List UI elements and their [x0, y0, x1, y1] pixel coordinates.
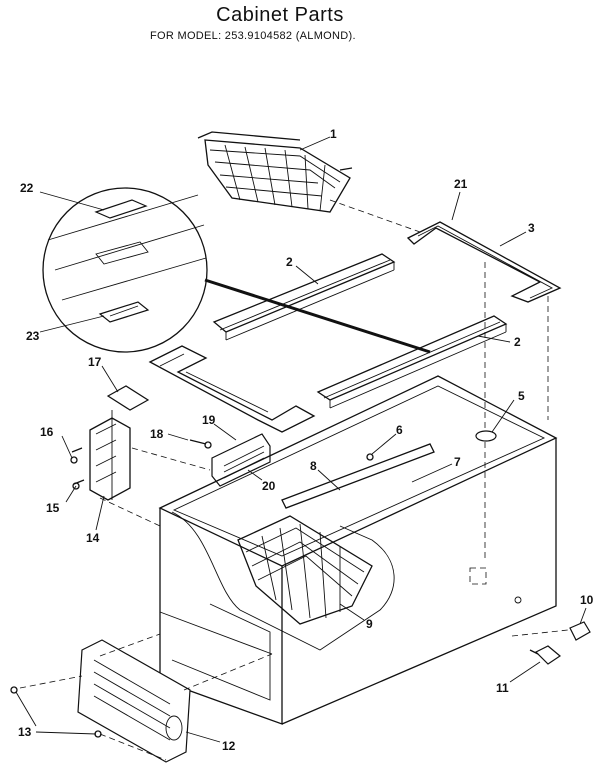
leader-hinge-lower [99, 497, 161, 527]
breaker-strip-upper [212, 253, 396, 341]
leader-grille-right [183, 653, 273, 691]
callout-7: 7 [454, 455, 461, 469]
callout-5: 5 [518, 389, 525, 403]
drain-hole [514, 596, 522, 604]
leader-drain [511, 629, 569, 637]
callout-13: 13 [18, 725, 32, 739]
detail-pointer-line [204, 278, 431, 354]
top-frame [406, 221, 562, 303]
callout-16: 16 [40, 425, 54, 439]
callout-22: 22 [20, 181, 34, 195]
leader-hinge [131, 447, 211, 471]
callout-19: 19 [202, 413, 216, 427]
breaker-strip-lower [316, 315, 508, 409]
drain-cap-10 [569, 621, 591, 641]
lower-basket [237, 515, 373, 625]
callout-6: 6 [396, 423, 403, 437]
callout-12: 12 [222, 739, 236, 753]
plug-5 [475, 430, 497, 442]
callout-8: 8 [310, 459, 317, 473]
callout-15: 15 [46, 501, 60, 515]
callout-14: 14 [86, 531, 100, 545]
callout-20: 20 [262, 479, 276, 493]
callout-21: 21 [454, 177, 468, 191]
leader-grille-top [99, 633, 161, 657]
screw-13a [10, 686, 18, 694]
callout-10: 10 [580, 593, 594, 607]
callout-1: 1 [330, 127, 337, 141]
callout-11: 11 [496, 681, 509, 695]
upper-basket [197, 131, 353, 213]
drain-plug-11 [529, 645, 562, 665]
hinge-assembly [70, 385, 150, 501]
cabinet-body [158, 375, 558, 725]
callout-2-lower: 2 [514, 335, 521, 349]
callout-23: 23 [26, 329, 40, 343]
callout-17: 17 [88, 355, 102, 369]
model-subtitle: FOR MODEL: 253.9104582 (ALMOND). [150, 30, 356, 42]
leader-grille-bottom [99, 733, 167, 761]
callout-2-upper: 2 [286, 255, 293, 269]
breaker-frame-front [148, 345, 316, 433]
detail-circle [42, 187, 208, 353]
hinge-bracket [211, 433, 271, 487]
leader-grille-left [19, 675, 83, 689]
page-title: Cabinet Parts [216, 4, 344, 26]
screw-18 [189, 439, 212, 449]
callout-9: 9 [366, 617, 373, 631]
kick-plate-grille [77, 639, 191, 763]
callout-18: 18 [150, 427, 164, 441]
screw-6 [366, 453, 374, 461]
callout-leaders [15, 136, 587, 743]
callout-3: 3 [528, 221, 535, 235]
leader-basket-to-frame [329, 199, 421, 233]
drain-opening [469, 567, 487, 585]
